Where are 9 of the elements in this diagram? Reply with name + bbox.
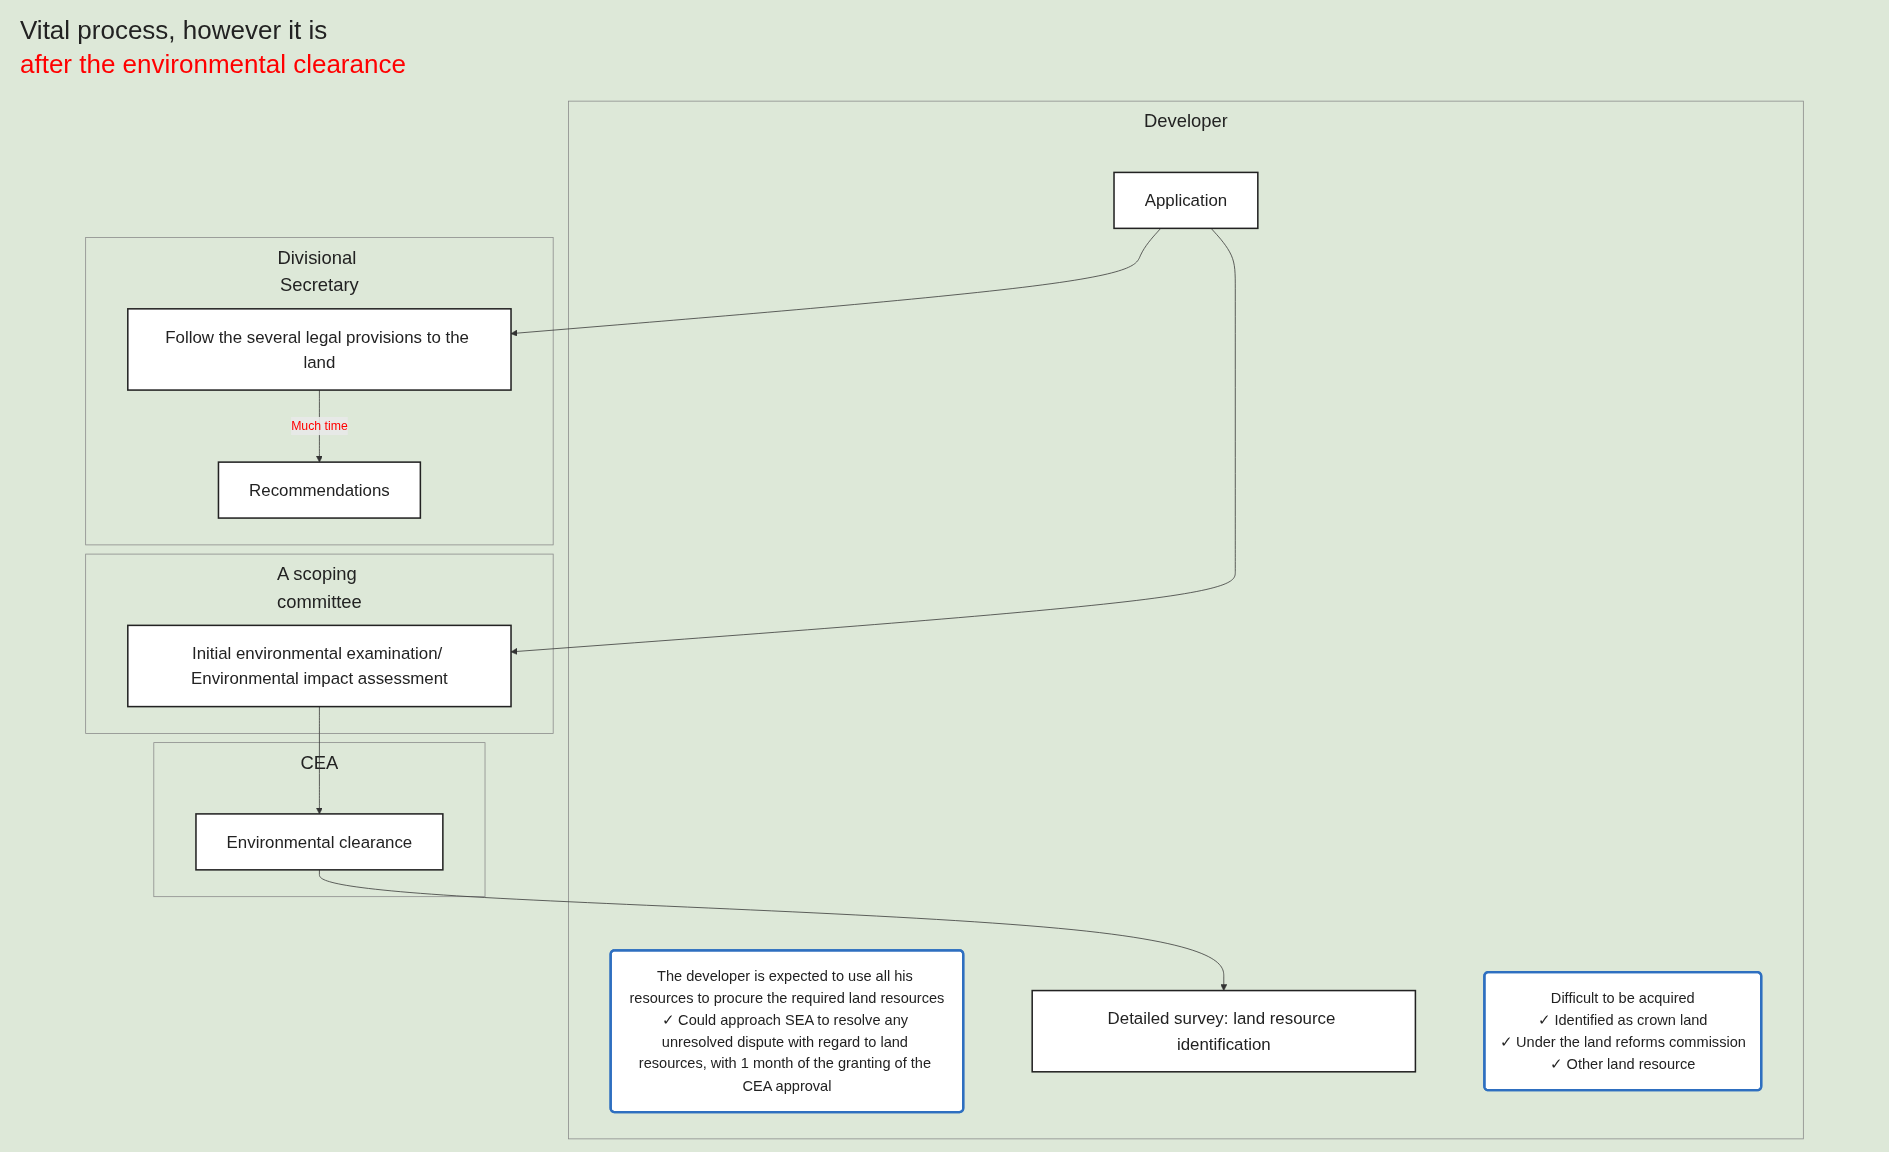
node-box: Detailed survey: land resource identification — [1031, 989, 1417, 1073]
note-text: Vital process, however it is — [20, 14, 329, 47]
node-box: Initial environmental examination/ Environmental impact assessment — [127, 624, 512, 708]
edge-label: Much time — [291, 419, 348, 433]
node-box: Recommendations — [217, 461, 422, 519]
node-box: Application — [1113, 171, 1259, 230]
node-box: Environmental clearance — [195, 813, 444, 871]
note-text: after the environmental clearance — [20, 47, 406, 81]
node-box: Follow the several legal provisions to the land — [127, 308, 512, 391]
